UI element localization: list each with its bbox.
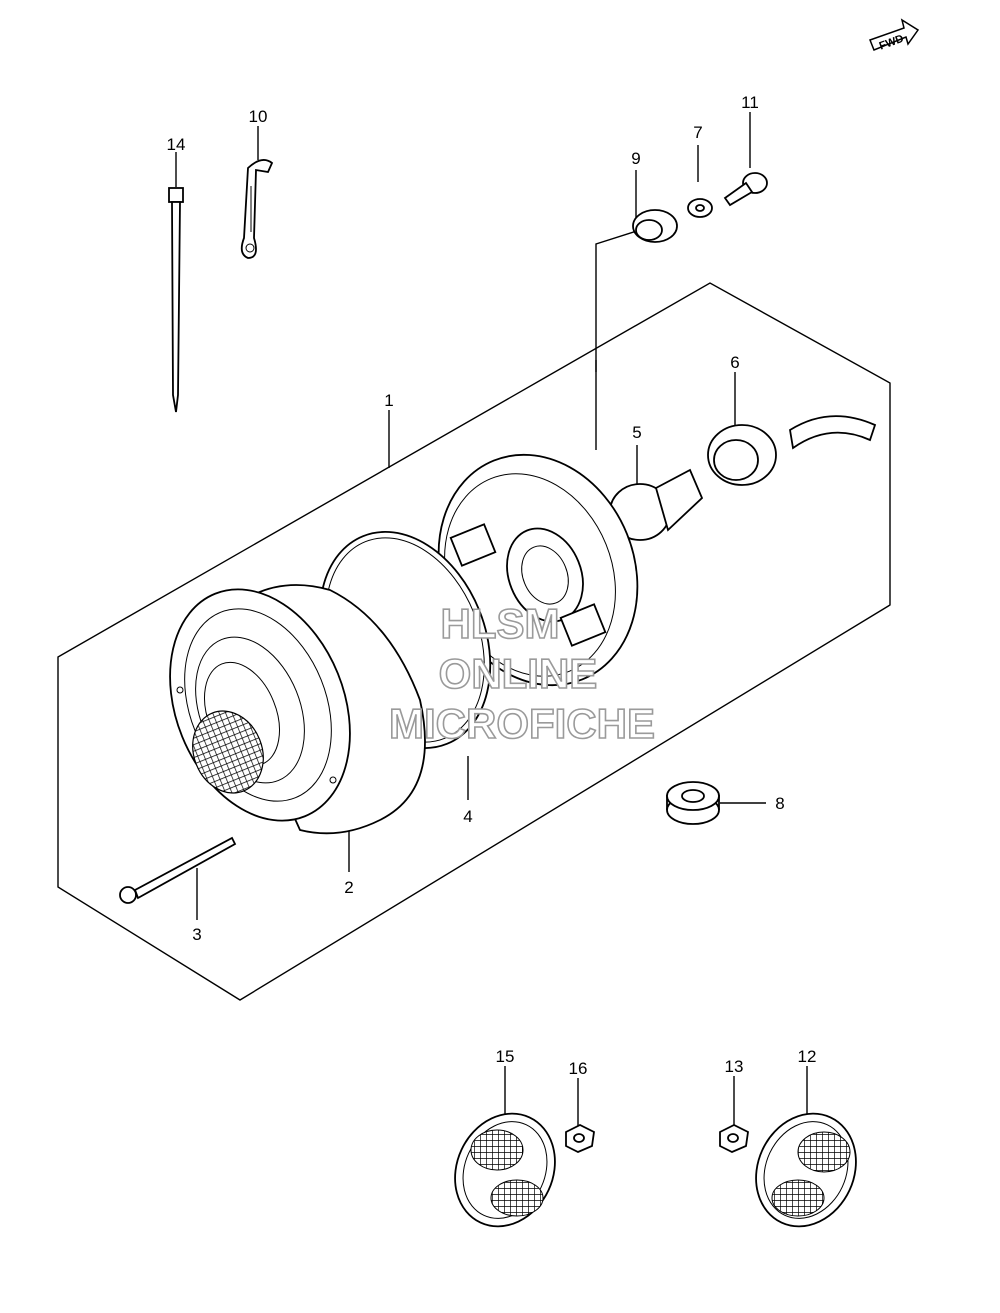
callout-2: 2 [344, 878, 353, 897]
callout-13: 13 [725, 1057, 744, 1076]
reflector-nut-right [719, 1123, 749, 1153]
callout-8: 8 [775, 794, 784, 813]
callout-7: 7 [693, 123, 702, 142]
leader-lines [175, 112, 808, 1128]
washer [687, 198, 713, 218]
bulb-socket [707, 415, 877, 486]
reflector-nut-left [565, 1123, 595, 1153]
callout-4: 4 [463, 807, 472, 826]
fwd-arrow-icon: FWD [869, 18, 920, 53]
socket-nut [632, 209, 678, 243]
watermark-line-3: MICROFICHE [389, 700, 655, 747]
callout-10: 10 [249, 107, 268, 126]
reflector-left [454, 1112, 556, 1228]
callout-labels: 1 2 3 4 5 6 7 8 9 10 11 12 13 14 15 16 [167, 93, 817, 1078]
callout-14: 14 [167, 135, 186, 154]
callout-9: 9 [631, 149, 640, 168]
assembly-outline [57, 282, 891, 1001]
callout-6: 6 [730, 353, 739, 372]
callout-15: 15 [496, 1047, 515, 1066]
callout-5: 5 [632, 423, 641, 442]
clamp-bracket [240, 159, 274, 259]
callout-3: 3 [192, 925, 201, 944]
watermark: HLSM ONLINE MICROFICHE [388, 599, 656, 748]
screw [723, 172, 768, 207]
reflector-right [755, 1112, 857, 1228]
watermark-line-1: HLSM [441, 600, 560, 647]
cable-tie [168, 187, 184, 413]
callout-11: 11 [741, 93, 759, 112]
long-screw [119, 836, 237, 904]
tail-lamp-lens [169, 584, 426, 835]
grommet [666, 781, 720, 825]
callout-12: 12 [798, 1047, 817, 1066]
callout-16: 16 [569, 1059, 588, 1078]
lamp-base-plate [437, 453, 639, 687]
callout-1: 1 [384, 391, 393, 410]
watermark-line-2: ONLINE [439, 650, 598, 697]
